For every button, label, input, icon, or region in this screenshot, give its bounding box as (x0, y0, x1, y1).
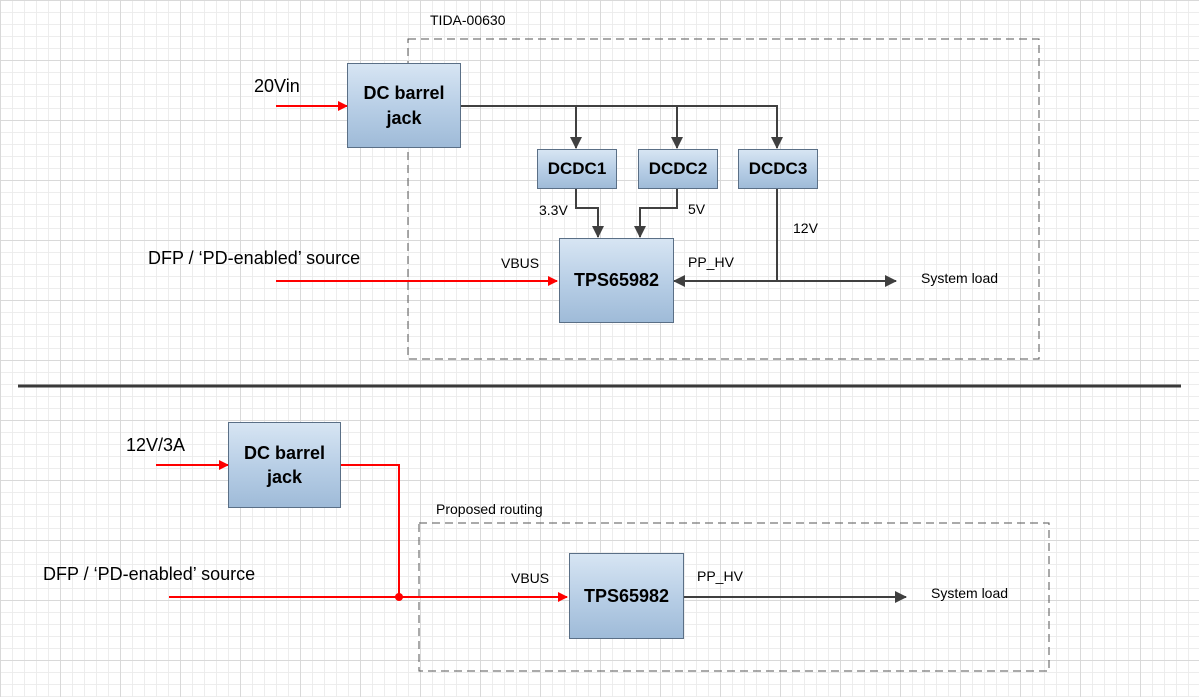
bottom-tps65982-block: TPS65982 (569, 553, 684, 639)
bottom-barrel-jack-block: DC barrel jack (228, 422, 341, 508)
bottom-junction-dot (395, 593, 403, 601)
top-3v3-label: 3.3V (539, 202, 568, 218)
top-frame (407, 38, 1040, 360)
bottom-input-label: 12V/3A (126, 435, 186, 455)
top-dcdc3-block: DCDC3 (738, 149, 818, 189)
top-dcdc2-block: DCDC2 (638, 149, 718, 189)
top-source-label: DFP / ‘PD-enabled’ source (148, 248, 361, 268)
bottom-vbus-label: VBUS (511, 570, 550, 586)
bottom-system-load-label: System load (931, 585, 1009, 601)
bottom-source-label: DFP / ‘PD-enabled’ source (43, 564, 256, 584)
top-5v-label: 5V (688, 201, 706, 217)
top-barrel-jack-block: DC barrel jack (347, 63, 461, 148)
top-12v-label: 12V (793, 220, 818, 236)
top-3v3-line (575, 189, 604, 238)
top-frame-title: TIDA-00630 (430, 12, 506, 28)
top-dcdc1-block: DCDC1 (537, 149, 617, 189)
top-input-label: 20Vin (254, 76, 300, 96)
top-tps65982-block: TPS65982 (559, 238, 674, 323)
bottom-jack-route (341, 464, 400, 597)
top-pphv-label: PP_HV (688, 254, 734, 270)
top-5v-line (634, 189, 678, 238)
top-system-load-label: System load (921, 270, 999, 286)
bottom-frame-title: Proposed routing (436, 501, 543, 517)
bottom-pphv-label: PP_HV (697, 568, 743, 584)
top-vbus-label: VBUS (501, 255, 540, 271)
